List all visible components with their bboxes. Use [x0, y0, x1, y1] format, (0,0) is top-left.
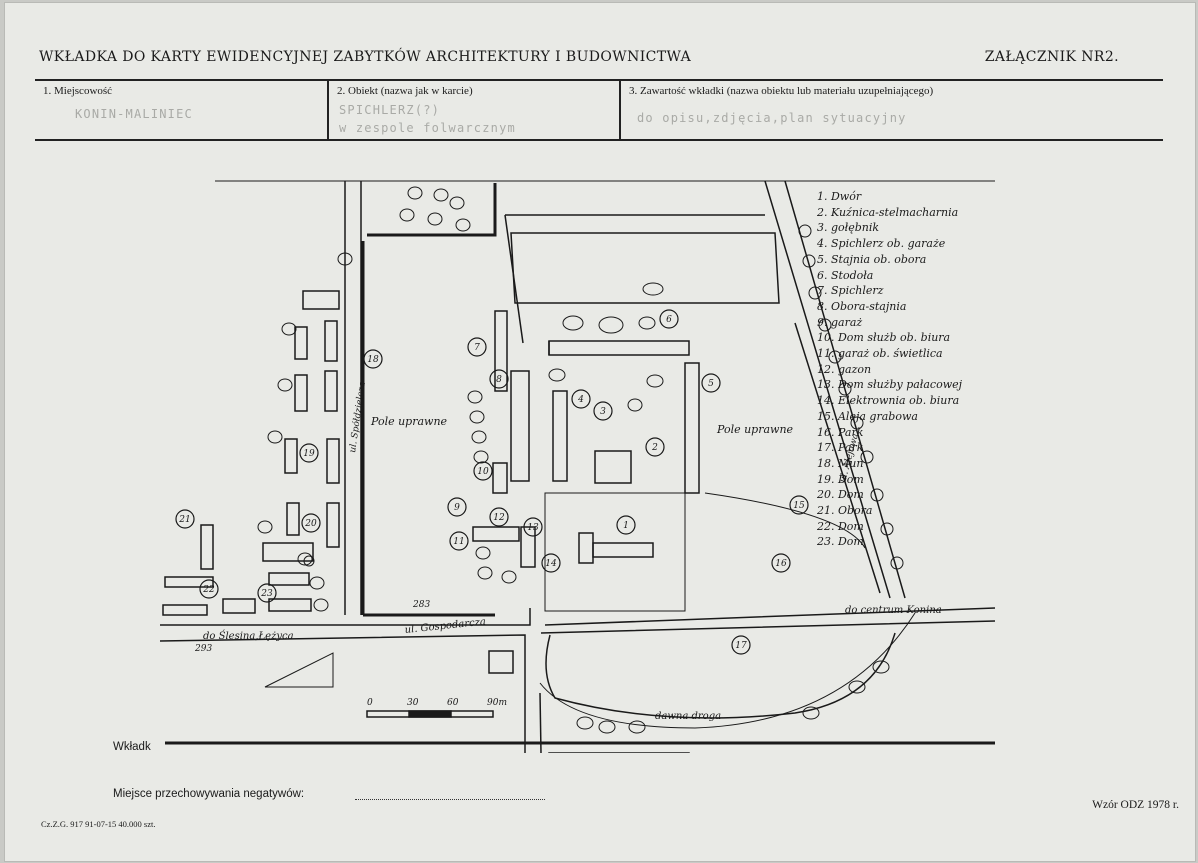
field-object-value: SPICHLERZ(?): [339, 103, 441, 117]
svg-text:1: 1: [623, 521, 629, 531]
svg-text:8: 8: [496, 375, 502, 385]
label-spot-a: 283: [412, 600, 430, 610]
inventory-card-sheet: WKŁADKA DO KARTY EWIDENCYJNEJ ZABYTKÓW A…: [4, 2, 1196, 862]
legend-item: 17. Park: [817, 441, 864, 455]
svg-text:2: 2: [651, 443, 658, 453]
svg-text:12: 12: [493, 513, 505, 523]
legend-item: 23. Dom: [817, 535, 864, 549]
legend-item: 18. Mun: [817, 456, 864, 470]
scale-tick-30: 30: [407, 698, 419, 708]
field-locality-value: KONIN-MALINIEC: [75, 107, 193, 121]
svg-text:16: 16: [775, 559, 787, 569]
legend-item: 9. garaż: [817, 315, 863, 329]
document-title: WKŁADKA DO KARTY EWIDENCYJNEJ ZABYTKÓW A…: [39, 49, 692, 65]
svg-text:6: 6: [666, 315, 672, 325]
svg-text:4: 4: [577, 395, 584, 405]
label-spot-b: 293: [194, 644, 212, 654]
legend-item: 8. Obora-stajnia: [817, 299, 907, 313]
label-old-road: dawna droga: [655, 711, 721, 722]
legend-item: 14. Elektrownia ob. biura: [817, 394, 960, 408]
label-street-left: ul. Spółdzielcza: [347, 381, 368, 453]
legend-item: 15. Aleja grabowa: [817, 409, 918, 423]
svg-text:5: 5: [708, 379, 714, 389]
scale-tick-0: 0: [367, 698, 373, 708]
legend-item: 5. Stajnia ob. obora: [817, 252, 927, 266]
negatives-location-line: [355, 799, 545, 800]
svg-text:21: 21: [178, 515, 190, 525]
field-contents: 3. Zawartość wkładki (nazwa obiektu lub …: [619, 81, 1165, 139]
field-contents-label: 3. Zawartość wkładki (nazwa obiektu lub …: [629, 85, 934, 97]
legend-item: 7. Spichlerz: [817, 284, 884, 298]
legend-item: 19. Dom: [817, 472, 864, 486]
svg-text:14: 14: [545, 559, 557, 569]
legend-item: 16. Park: [817, 425, 864, 439]
print-info: Cz.Z.G. 917 91-07-15 40.000 szt.: [41, 819, 156, 829]
legend-item: 2. Kuźnica-stelmacharnia: [817, 205, 959, 219]
legend-item: 12. gazon: [817, 362, 872, 376]
field-object-value-2: w zespole folwarcznym: [339, 121, 516, 135]
label-field-left: Pole uprawne: [370, 415, 448, 428]
field-locality: 1. Miejscowość KONIN-MALINIEC: [35, 81, 327, 139]
legend-item: 3. gołębnik: [817, 221, 880, 235]
svg-text:20: 20: [304, 519, 317, 529]
field-locality-label: 1. Miejscowość: [43, 85, 113, 97]
legend-item: 22. Dom: [817, 519, 864, 533]
annex-number: ZAŁĄCZNIK NR2.: [984, 49, 1119, 65]
legend-item: 20. Dom: [817, 488, 864, 502]
scale-tick-60: 60: [447, 698, 459, 708]
site-plan-legend: 1. Dwór 2. Kuźnica-stelmacharnia 3. gołę…: [817, 189, 962, 550]
scale-tick-90: 90m: [487, 698, 507, 708]
insert-label: Wkładk: [113, 741, 151, 753]
legend-item: 4. Spichlerz ob. garaże: [817, 237, 946, 251]
legend-item: 13. Dom służby pałacowej: [817, 378, 963, 392]
legend-item: 1. Dwór: [817, 190, 862, 203]
legend-item: 10. Dom służb ob. biura: [817, 331, 951, 345]
label-field-right: Pole uprawne: [716, 423, 794, 436]
field-object-label: 2. Obiekt (nazwa jak w karcie): [337, 85, 473, 97]
negatives-location-label: Miejsce przechowywania negatywów:: [113, 788, 305, 800]
field-contents-value: do opisu,zdjęcia,plan sytuacyjny: [637, 111, 907, 125]
svg-text:3: 3: [600, 407, 606, 417]
label-road-left: do Ślesina,Łężyca: [203, 630, 294, 642]
legend-item: 6. Stodoła: [817, 268, 874, 282]
svg-text:22: 22: [202, 585, 215, 595]
field-object: 2. Obiekt (nazwa jak w karcie) SPICHLERZ…: [327, 81, 621, 139]
label-road-right: do centrum Konina: [845, 605, 942, 616]
svg-text:18: 18: [367, 355, 379, 365]
legend-item: 11. garaż ob. świetlica: [817, 347, 943, 361]
svg-text:9: 9: [454, 503, 460, 513]
svg-text:23: 23: [260, 589, 273, 599]
form-version: Wzór ODZ 1978 r.: [1092, 799, 1179, 811]
label-street-bottom: ul. Gospodarcza: [404, 617, 486, 636]
svg-text:10: 10: [477, 467, 489, 477]
svg-text:19: 19: [303, 449, 315, 459]
header-fields-table: 1. Miejscowość KONIN-MALINIEC 2. Obiekt …: [35, 79, 1163, 141]
legend-item: 21. Obora: [817, 504, 873, 518]
svg-text:11: 11: [453, 537, 464, 547]
svg-text:7: 7: [474, 343, 480, 353]
svg-text:13: 13: [527, 523, 539, 533]
svg-text:15: 15: [793, 501, 805, 511]
svg-text:17: 17: [735, 641, 747, 651]
